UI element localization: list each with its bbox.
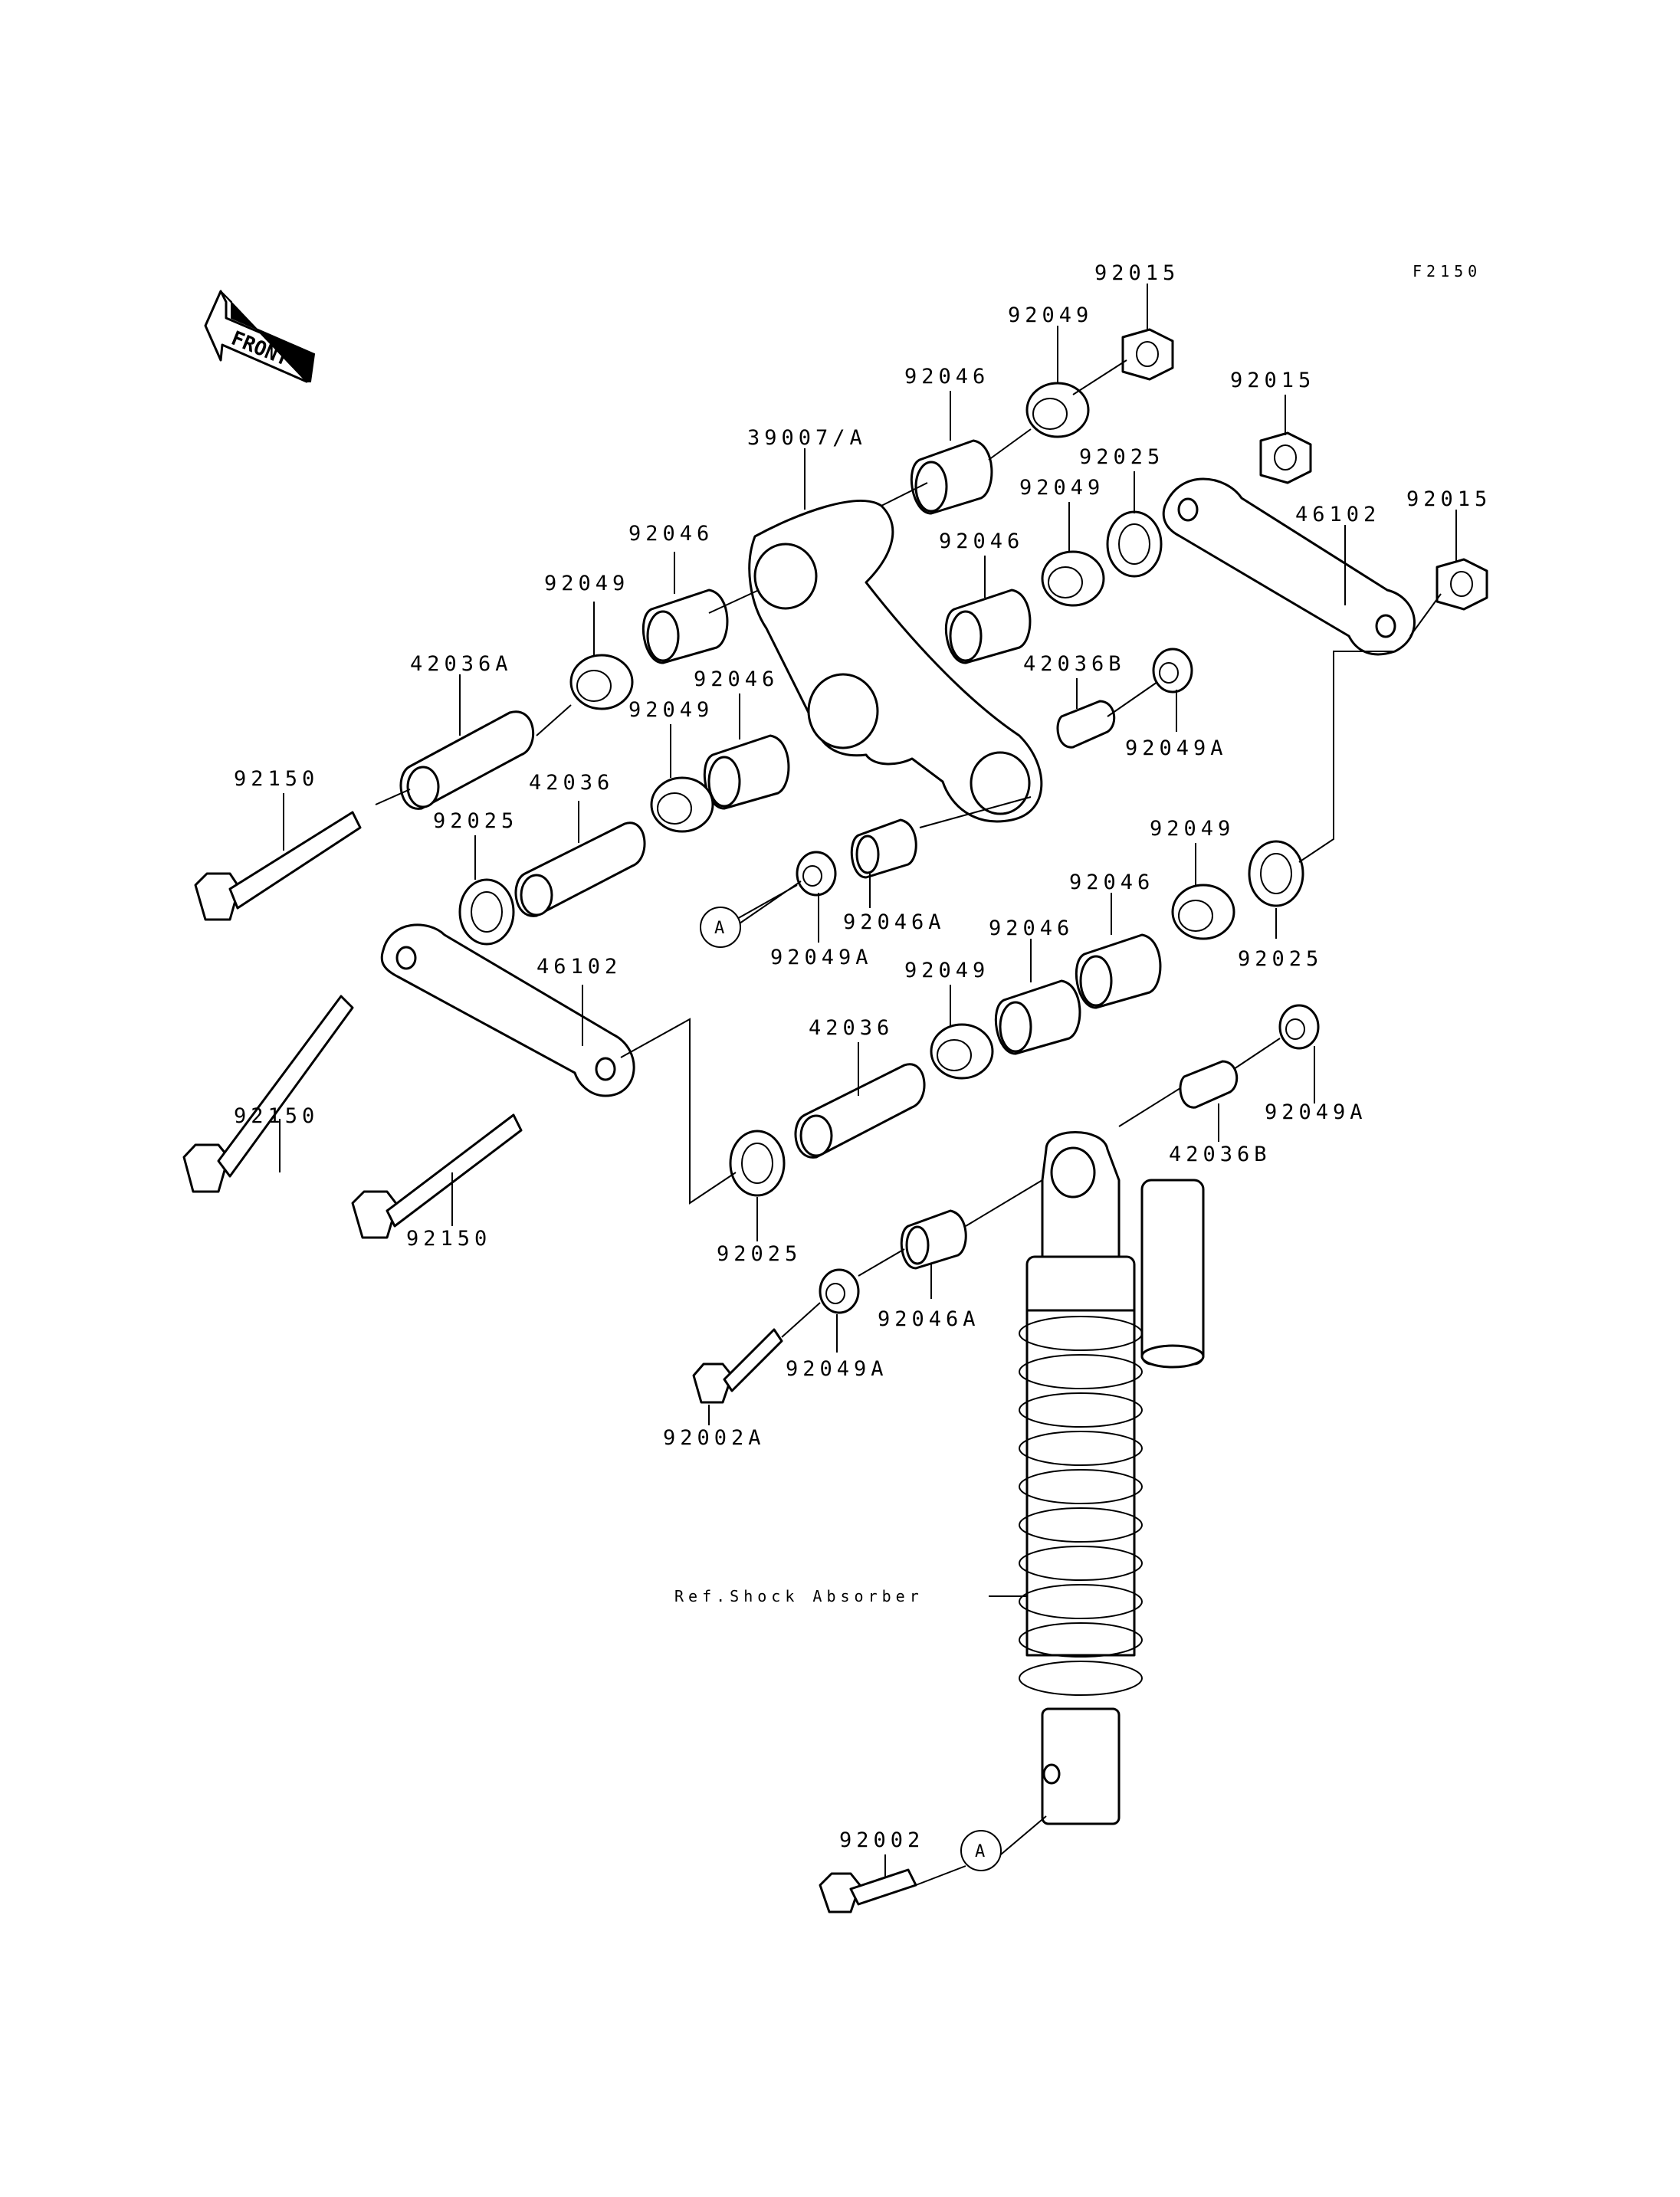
label-92049a-low-right: 92049A [1265, 1100, 1367, 1124]
label-92046-r3: 92046 [989, 917, 1074, 940]
label-92046-top: 92046 [904, 365, 989, 389]
svg-text:A: A [714, 919, 724, 938]
front-arrow-icon: FRONT [204, 290, 316, 383]
label-92049-left: 92049 [544, 572, 629, 595]
bolt-92150-mid [182, 995, 354, 1193]
label-42036b-low: 42036B [1169, 1143, 1271, 1166]
label-46102-right: 46102 [1295, 503, 1380, 526]
label-92046a-top: 92046A [843, 910, 946, 934]
label-42036-left: 42036 [529, 771, 614, 795]
label-92015-top: 92015 [1094, 261, 1180, 285]
label-92025-top: 92025 [1079, 445, 1164, 469]
label-92049-r3: 92049 [904, 959, 989, 982]
seal-92049-center [650, 776, 714, 833]
label-92049a-low: 92049A [786, 1357, 888, 1381]
label-92002: 92002 [839, 1828, 924, 1852]
bolt-92002 [819, 1868, 917, 1913]
tie-rod-46102-left [380, 923, 635, 1097]
label-92015-right: 92015 [1406, 487, 1491, 511]
bolt-92150-low [351, 1113, 523, 1239]
label-92046-left: 92046 [628, 522, 714, 546]
seal-92049-mid [1041, 550, 1105, 607]
label-92025-left: 92025 [433, 809, 518, 833]
label-92150-mid: 92150 [234, 1104, 319, 1128]
shock-absorber [1019, 1131, 1205, 1825]
figure-code: F2150 [1413, 262, 1481, 280]
label-92002a: 92002A [663, 1426, 766, 1450]
seal-92049-r3 [930, 1023, 994, 1080]
bearing-92046-mid [944, 589, 1032, 664]
label-39007a: 39007/A [747, 426, 867, 450]
bearing-92046-r2 [1075, 933, 1162, 1009]
label-92046-r2: 92046 [1069, 871, 1154, 894]
part-labels: 92015 92049 92046 39007/A 92025 92015 92… [234, 261, 1491, 1852]
label-92049a-left: 92049A [770, 946, 873, 969]
bolt-92002a [692, 1328, 783, 1404]
bearing-92046-center [703, 734, 790, 810]
collar-42036a [399, 710, 534, 810]
bearing-92046-left [641, 589, 729, 664]
assembly-axis-lines [375, 359, 1442, 1886]
bolt-92150-top [194, 811, 362, 921]
washer-92025-r2 [1248, 840, 1304, 907]
seal-92049a-left [796, 851, 837, 897]
label-92049-r2: 92049 [1150, 817, 1235, 841]
label-shock-reference: Ref.Shock Absorber [674, 1587, 924, 1605]
nut-92015-top [1121, 328, 1174, 381]
label-92046-center: 92046 [694, 667, 779, 691]
collar-42036b-low [1179, 1060, 1239, 1109]
seal-92049-left [569, 654, 634, 710]
bearing-92046a-top [850, 818, 917, 879]
svg-text:A: A [975, 1842, 985, 1861]
bearing-92046a-low [900, 1209, 967, 1270]
label-92150-low: 92150 [406, 1227, 491, 1251]
label-92049a-right: 92049A [1125, 736, 1228, 760]
label-92150-top: 92150 [234, 767, 319, 791]
tie-rod-46102-right [1162, 477, 1416, 656]
callout-a-lower: A [960, 1830, 1002, 1871]
label-92049-center: 92049 [628, 698, 714, 722]
callout-a-upper: A [700, 907, 741, 948]
seal-92049-r2 [1171, 884, 1235, 940]
bearing-92046-r3 [994, 979, 1081, 1055]
label-92049-top: 92049 [1008, 303, 1093, 327]
label-leaders [279, 284, 1457, 1877]
nut-92015-mid [1259, 431, 1312, 484]
collar-42036b-top [1056, 700, 1116, 749]
label-92025-low: 92025 [717, 1242, 802, 1266]
label-46102-left: 46102 [536, 955, 622, 979]
washer-92025-top [1106, 510, 1163, 578]
label-92015-mid: 92015 [1230, 369, 1315, 392]
seal-92049a-right [1152, 648, 1193, 694]
label-92046a-low: 92046A [878, 1307, 980, 1331]
label-42036a: 42036A [410, 652, 513, 676]
label-92025-r2: 92025 [1238, 947, 1323, 971]
label-92049-mid: 92049 [1019, 476, 1104, 500]
washer-92025-left [458, 878, 515, 946]
collar-42036-left [514, 821, 646, 917]
collar-42036-lower [794, 1063, 926, 1159]
linkage-lever-39007a [748, 500, 1043, 823]
label-42036-lower: 42036 [809, 1016, 894, 1040]
seal-92049a-low [819, 1268, 860, 1314]
label-92046-mid: 92046 [939, 530, 1024, 553]
bearing-92046-top [910, 439, 993, 515]
seal-92049a-low-right [1278, 1004, 1320, 1050]
nut-92015-right [1436, 558, 1488, 611]
washer-92025-low [729, 1130, 786, 1197]
label-42036b-top: 42036B [1023, 652, 1126, 676]
